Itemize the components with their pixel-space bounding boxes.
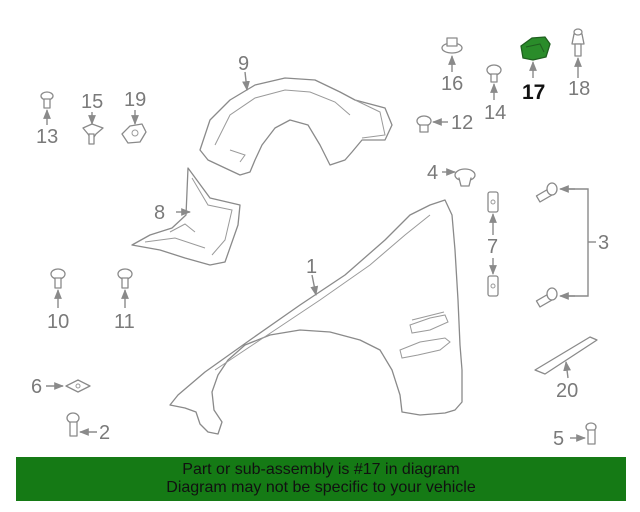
part-7-lower-bracket-icon[interactable] <box>487 275 499 297</box>
callout-2: 2 <box>99 422 110 444</box>
part-3-upper-bolt-icon[interactable] <box>535 182 558 203</box>
callout-18: 18 <box>568 78 590 100</box>
callout-12: 12 <box>451 112 473 134</box>
callout-6: 6 <box>31 376 42 398</box>
part-16-rivet-icon[interactable] <box>441 37 463 54</box>
callout-11: 11 <box>114 311 135 333</box>
splash-shield-part[interactable] <box>131 167 241 266</box>
part-17-clip-icon[interactable] <box>520 36 551 61</box>
callout-3: 3 <box>598 232 609 254</box>
callout-1: 1 <box>306 256 317 278</box>
callout-9: 9 <box>238 53 249 75</box>
parts-diagram: 9 8 1 16 17 18 14 12 4 13 15 19 7 3 10 1… <box>31 28 609 450</box>
callout-labels: 9 8 1 16 17 18 14 12 4 13 15 19 7 3 10 1… <box>31 53 609 450</box>
part-7-upper-bracket-icon[interactable] <box>487 191 499 213</box>
callout-4: 4 <box>427 162 438 184</box>
callout-10: 10 <box>47 311 69 333</box>
callout-7: 7 <box>487 236 498 258</box>
callout-20: 20 <box>556 380 578 402</box>
part-11-screw-icon[interactable] <box>117 268 133 289</box>
part-10-screw-icon[interactable] <box>50 268 66 289</box>
callout-13: 13 <box>36 126 58 148</box>
callout-15: 15 <box>81 91 103 113</box>
banner-line-1: Part or sub-assembly is #17 in diagram <box>182 461 460 478</box>
callout-14: 14 <box>484 102 506 124</box>
callout-19: 19 <box>124 89 146 111</box>
part-2-bolt-icon[interactable] <box>66 412 80 437</box>
fender-liner-part[interactable] <box>199 77 393 176</box>
part-13-screw-icon[interactable] <box>40 91 54 109</box>
callout-5: 5 <box>553 428 564 450</box>
part-4-plug-icon[interactable] <box>454 168 476 187</box>
callout-16: 16 <box>441 73 463 95</box>
part-20-trim-strip-icon[interactable] <box>534 336 598 375</box>
part-5-bolt-icon[interactable] <box>585 422 597 445</box>
part-19-clip-icon[interactable] <box>121 123 147 144</box>
part-18-push-pin-icon[interactable] <box>571 28 585 57</box>
part-15-clip-icon[interactable] <box>82 123 104 145</box>
part-14-screw-icon[interactable] <box>486 64 502 83</box>
fender-part[interactable] <box>169 199 463 435</box>
callout-8: 8 <box>154 202 165 224</box>
banner-line-2: Diagram may not be specific to your vehi… <box>166 479 476 496</box>
part-12-bolt-icon[interactable] <box>416 115 432 133</box>
callout-17: 17 <box>522 81 545 104</box>
info-banner: Part or sub-assembly is #17 in diagram D… <box>16 457 626 501</box>
leader-lines <box>43 55 596 442</box>
part-3-lower-bolt-icon[interactable] <box>535 287 558 308</box>
part-6-nut-icon[interactable] <box>65 379 91 393</box>
